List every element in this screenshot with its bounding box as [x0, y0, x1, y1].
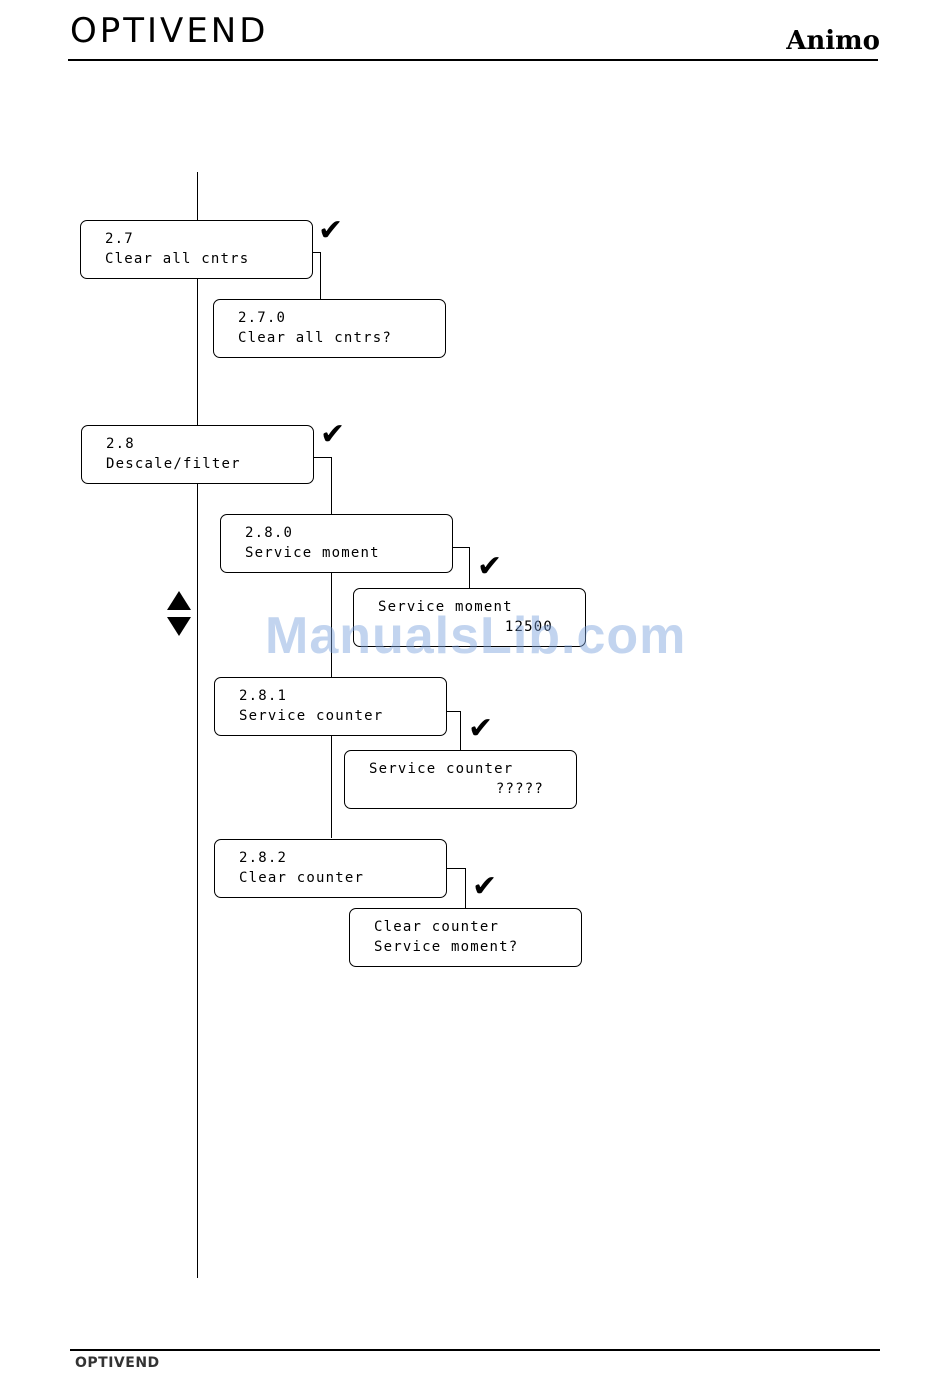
connector [446, 868, 465, 869]
menu-box-2-7: 2.7 Clear all cntrs [80, 220, 313, 279]
menu-number: 2.8.0 [245, 525, 294, 541]
menu-label: Clear all cntrs [105, 251, 250, 267]
menu-box-2-7-0: 2.7.0 Clear all cntrs? [213, 299, 446, 358]
service-moment-value: 12500 [504, 619, 553, 635]
check-icon: ✔ [318, 213, 344, 248]
connector [465, 868, 466, 908]
connector [469, 547, 470, 588]
watermark: ManualsLib.com [265, 607, 687, 665]
menu-box-2-8-2: 2.8.2 Clear counter [214, 839, 447, 898]
menu-box-2-8: 2.8 Descale/filter [81, 425, 314, 484]
header-rule [68, 59, 878, 61]
menu-label: Clear counter [239, 870, 365, 886]
menu-label: Clear all cntrs? [238, 330, 393, 346]
menu-number: 2.7.0 [238, 310, 287, 326]
connector [446, 711, 460, 712]
connector [312, 252, 320, 253]
footer-optivend-logo: OPTIVEND [75, 1355, 160, 1371]
check-icon: ✔ [468, 711, 494, 746]
connector [331, 457, 332, 838]
up-down-arrows-icon [167, 591, 191, 636]
menu-label: Service counter [239, 708, 384, 724]
menu-box-service-counter-value: Service counter ????? [344, 750, 577, 809]
menu-label: Service moment? [374, 939, 519, 955]
menu-label: Clear counter [374, 919, 500, 935]
menu-box-service-moment-value: Service moment 12500 [353, 588, 586, 647]
menu-number: 2.8.2 [239, 850, 288, 866]
connector [313, 457, 331, 458]
menu-label: Descale/filter [106, 456, 241, 472]
menu-box-clear-counter-confirm: Clear counter Service moment? [349, 908, 582, 967]
menu-label: Service moment [245, 545, 380, 561]
connector [460, 711, 461, 750]
menu-label: Service counter [369, 761, 514, 777]
footer-rule [70, 1349, 880, 1351]
menu-trunk-line [197, 172, 198, 1278]
connector [320, 252, 321, 300]
menu-number: 2.7 [105, 231, 134, 247]
animo-logo: Animo [786, 26, 880, 56]
check-icon: ✔ [472, 869, 498, 904]
service-counter-value: ????? [495, 781, 544, 797]
check-icon: ✔ [477, 549, 503, 584]
menu-box-2-8-1: 2.8.1 Service counter [214, 677, 447, 736]
optivend-logo: OPTIVEND [70, 11, 269, 51]
menu-number: 2.8.1 [239, 688, 288, 704]
menu-number: 2.8 [106, 436, 135, 452]
check-icon: ✔ [320, 417, 346, 452]
connector [452, 547, 469, 548]
menu-box-2-8-0: 2.8.0 Service moment [220, 514, 453, 573]
menu-label: Service moment [378, 599, 513, 615]
